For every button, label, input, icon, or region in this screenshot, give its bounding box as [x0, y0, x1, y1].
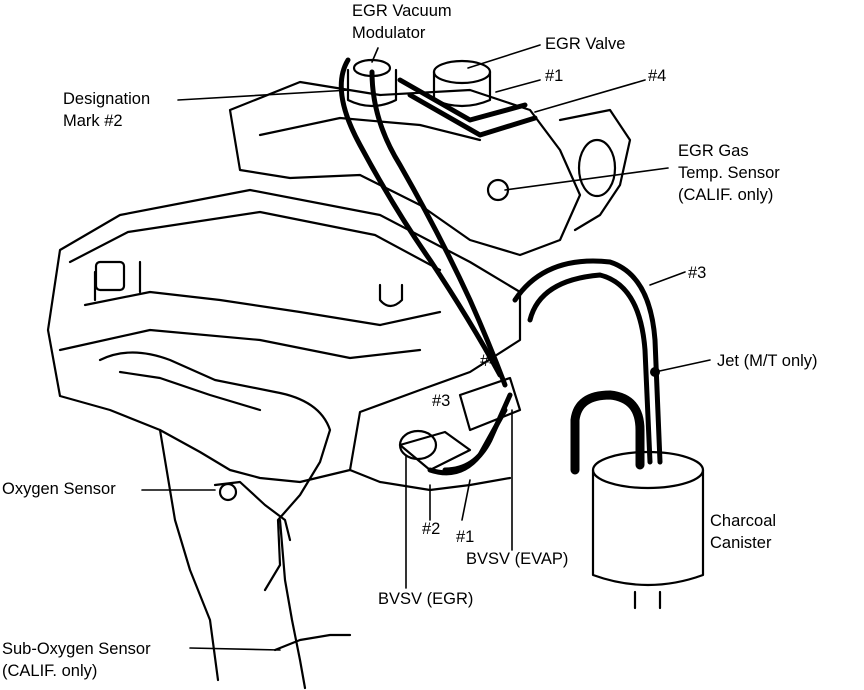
designation-mark-label: Designation Mark #2 — [63, 90, 151, 130]
bvsv-evap-label: BVSV (EVAP) — [466, 550, 569, 568]
leader-modulator — [371, 47, 379, 63]
egr-valve-label: EGR Valve — [545, 35, 626, 53]
hose-4-top-label: #4 — [648, 67, 667, 85]
intake-plenum-detail — [258, 116, 482, 142]
exhaust-manifold-inner — [118, 370, 262, 412]
throttle-body — [558, 108, 632, 232]
canister-vent-hose — [570, 390, 645, 475]
vacuum-hose-2 — [369, 69, 508, 388]
oxygen-sensor-body — [213, 480, 292, 542]
charcoal-canister-label: Charcoal Canister — [710, 512, 777, 552]
leader-egr-gas — [504, 167, 669, 191]
canister-mount — [633, 590, 662, 610]
hose-3-mid-label: #3 — [432, 392, 451, 410]
jet-label: Jet (M/T only) — [717, 352, 818, 370]
exhaust-manifold — [98, 351, 332, 592]
jet-fitting — [650, 367, 660, 377]
exhaust-pipe-right — [278, 518, 307, 690]
hose-1-top-label: #1 — [545, 67, 564, 85]
oxygen-sensor-tip — [218, 482, 238, 502]
throttle-body-bore — [577, 138, 617, 198]
leader-hash3-right — [649, 271, 686, 286]
cam-cover-top — [68, 210, 442, 272]
oxygen-sensor-label: Oxygen Sensor — [2, 480, 116, 498]
leader-sub-oxygen — [189, 647, 281, 651]
egr-vacuum-modulator-label: EGR Vacuum Modulator — [352, 2, 452, 42]
hose-3-right-label: #3 — [688, 264, 707, 282]
leader-egr-valve — [467, 44, 541, 69]
bvsv-hoses-2 — [442, 392, 513, 473]
leader-hash1-bottom — [461, 479, 471, 521]
egr-gas-temp-sensor-label: EGR Gas Temp. Sensor (CALIF. only) — [678, 142, 780, 204]
cam-cover-ridge — [83, 290, 442, 327]
leader-designation — [177, 89, 351, 101]
bvsv-egr-cylinder — [398, 430, 472, 472]
hose-4-mid-label: #4 — [480, 352, 499, 370]
sub-oxygen-sensor-label: Sub-Oxygen Sensor (CALIF. only) — [2, 640, 151, 680]
hose-2-bottom-label: #2 — [422, 520, 441, 538]
leader-hash1-top — [495, 79, 541, 93]
bvsv-evap-body — [458, 376, 522, 432]
hose-1-bottom-label: #1 — [456, 528, 475, 546]
engine-block-outline — [46, 188, 522, 484]
vacuum-hose-4 — [407, 92, 538, 138]
egr-modulator-body — [346, 68, 398, 108]
bvsv-egr-label: BVSV (EGR) — [378, 590, 474, 608]
evap-hose-3 — [512, 258, 663, 465]
leader-jet — [654, 359, 711, 373]
exhaust-pipe-left — [158, 428, 220, 682]
cylinder-head-line — [58, 328, 422, 360]
vacuum-hose-3 — [397, 77, 528, 123]
spark-plug-boss-2 — [378, 283, 404, 308]
vacuum-hose-1 — [338, 57, 503, 378]
evap-hose-3b — [527, 272, 653, 465]
canister-body — [591, 468, 705, 587]
leader-hash4-top — [534, 79, 646, 113]
egr-valve-body — [432, 70, 492, 108]
spark-plug-boss-1 — [94, 260, 126, 292]
sub-oxygen-sensor — [273, 633, 352, 652]
